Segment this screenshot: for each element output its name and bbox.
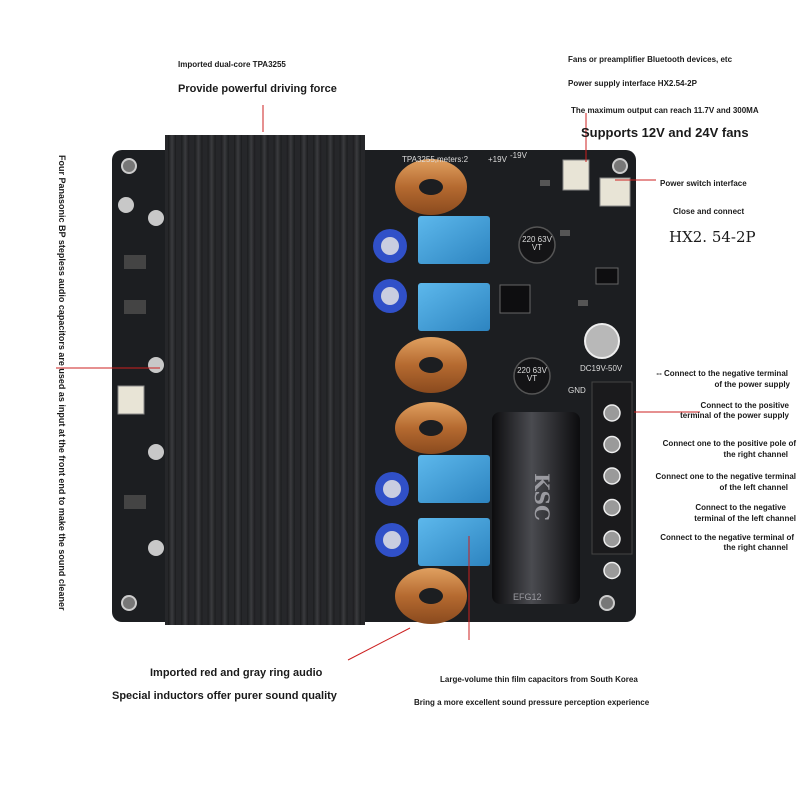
heatsink-fin [339, 135, 348, 625]
small-electrolytic-capacitor [375, 472, 409, 506]
heatsink-fin [260, 135, 269, 625]
heatsink-fin [234, 135, 242, 625]
callout-lines [56, 105, 700, 661]
cap-label-2: 220 63V VT [517, 366, 547, 383]
terminal-screw [603, 530, 621, 548]
label-neg-left2-1: Connect to the negative [695, 503, 786, 512]
label-power-switch: Power switch interface [660, 179, 747, 188]
input-connector [117, 385, 145, 415]
label-fans-devices: Fans or preamplifier Bluetooth devices, … [568, 55, 733, 64]
mounting-hole [599, 595, 615, 611]
toroidal-inductor [395, 402, 467, 454]
terminal-screw [603, 467, 621, 485]
label-neg-right-2: the right channel [723, 543, 788, 552]
heatsink-fin [220, 135, 229, 625]
heatsink-fin [181, 135, 190, 625]
silk-model: TPA3255,meters:2 [402, 155, 469, 164]
label-neg-power-1: -- Connect to the negative terminal [656, 369, 788, 378]
label-input-capacitors-text: Four Panasonic BP stepless audio capacit… [57, 155, 67, 611]
heatsink-fin [247, 135, 256, 625]
silk-gnd: GND [568, 386, 586, 395]
toroidal-inductor [395, 337, 467, 393]
electrolytic-capacitor-220 [513, 357, 551, 395]
heatsink-fins [168, 135, 361, 625]
silk-voltage-pos: +19V [488, 155, 507, 164]
heatsink-fin [300, 135, 308, 625]
silk-voltage-neg: -19V [510, 151, 527, 160]
label-fan-support: Supports 12V and 24V fans [581, 125, 749, 140]
mounting-hole [121, 595, 137, 611]
label-tpa3255: Imported dual-core TPA3255 [178, 60, 286, 69]
label-pos-power-1: Connect to the positive [700, 401, 789, 410]
terminal-screw [603, 435, 621, 454]
heatsink-fin [273, 135, 282, 625]
heatsink-fin [168, 135, 176, 625]
heatsink-fin [194, 135, 203, 625]
heatsink-fin [326, 135, 335, 625]
large-film-capacitor [492, 412, 580, 604]
blue-film-capacitor [418, 518, 490, 566]
input-capacitors [118, 197, 164, 556]
label-input-capacitors: Four Panasonic BP stepless audio capacit… [55, 155, 67, 625]
silver-capacitor [584, 323, 620, 359]
electrolytic-capacitor-220 [518, 226, 556, 264]
label-inductor-2: Special inductors offer purer sound qual… [112, 690, 337, 702]
film-cap-code: EFG12 [513, 592, 542, 602]
label-pos-right-2: the right channel [723, 450, 788, 459]
label-fan-interface: Power supply interface HX2.54-2P [568, 79, 697, 88]
heatsink-fin [286, 135, 295, 625]
label-close-connect: Close and connect [673, 207, 745, 216]
heatsink-fin [207, 135, 216, 625]
label-film-cap-1: Large-volume thin film capacitors from S… [440, 675, 638, 684]
label-driving-force: Provide powerful driving force [178, 83, 337, 95]
cap-label-1: 220 63V VT [522, 235, 552, 252]
label-pos-power-2: terminal of the power supply [680, 411, 789, 420]
small-electrolytic-capacitor [375, 523, 409, 557]
label-neg-right-1: Connect to the negative terminal of [660, 533, 794, 542]
toroidal-inductor [395, 568, 467, 624]
mounting-hole [121, 158, 137, 174]
label-neg-left-1: Connect one to the negative terminal [655, 472, 796, 481]
blue-film-capacitor [418, 455, 490, 503]
terminal-screw [603, 404, 621, 422]
label-inductor-1: Imported red and gray ring audio [150, 667, 323, 679]
label-film-cap-2: Bring a more excellent sound pressure pe… [414, 698, 650, 707]
heatsink-fin [352, 135, 361, 625]
small-electrolytic-capacitor [373, 279, 407, 313]
label-neg-left2-2: terminal of the left channel [694, 514, 796, 523]
label-pos-right-1: Connect one to the positive pole of [662, 439, 796, 448]
terminal-screws [603, 404, 621, 580]
label-fan-max-output: The maximum output can reach 11.7V and 3… [571, 106, 759, 115]
mounting-hole [612, 158, 628, 174]
power-switch-connector [599, 177, 631, 207]
silk-dc: DC19V-50V [580, 364, 623, 373]
heatsink-fin [313, 135, 322, 625]
label-neg-power-2: of the power supply [714, 380, 790, 389]
label-hx-connector: HX2. 54-2P [669, 228, 756, 246]
blue-film-capacitor [418, 216, 490, 264]
fan-connector [562, 159, 590, 191]
terminal-screw [603, 498, 621, 517]
terminal-screw [603, 561, 621, 580]
label-neg-left-2: of the left channel [719, 483, 788, 492]
blue-film-capacitor [418, 283, 490, 331]
film-cap-brand: KSC [529, 473, 554, 521]
small-electrolytic-capacitor [373, 229, 407, 263]
toroidal-inductor [395, 159, 467, 215]
